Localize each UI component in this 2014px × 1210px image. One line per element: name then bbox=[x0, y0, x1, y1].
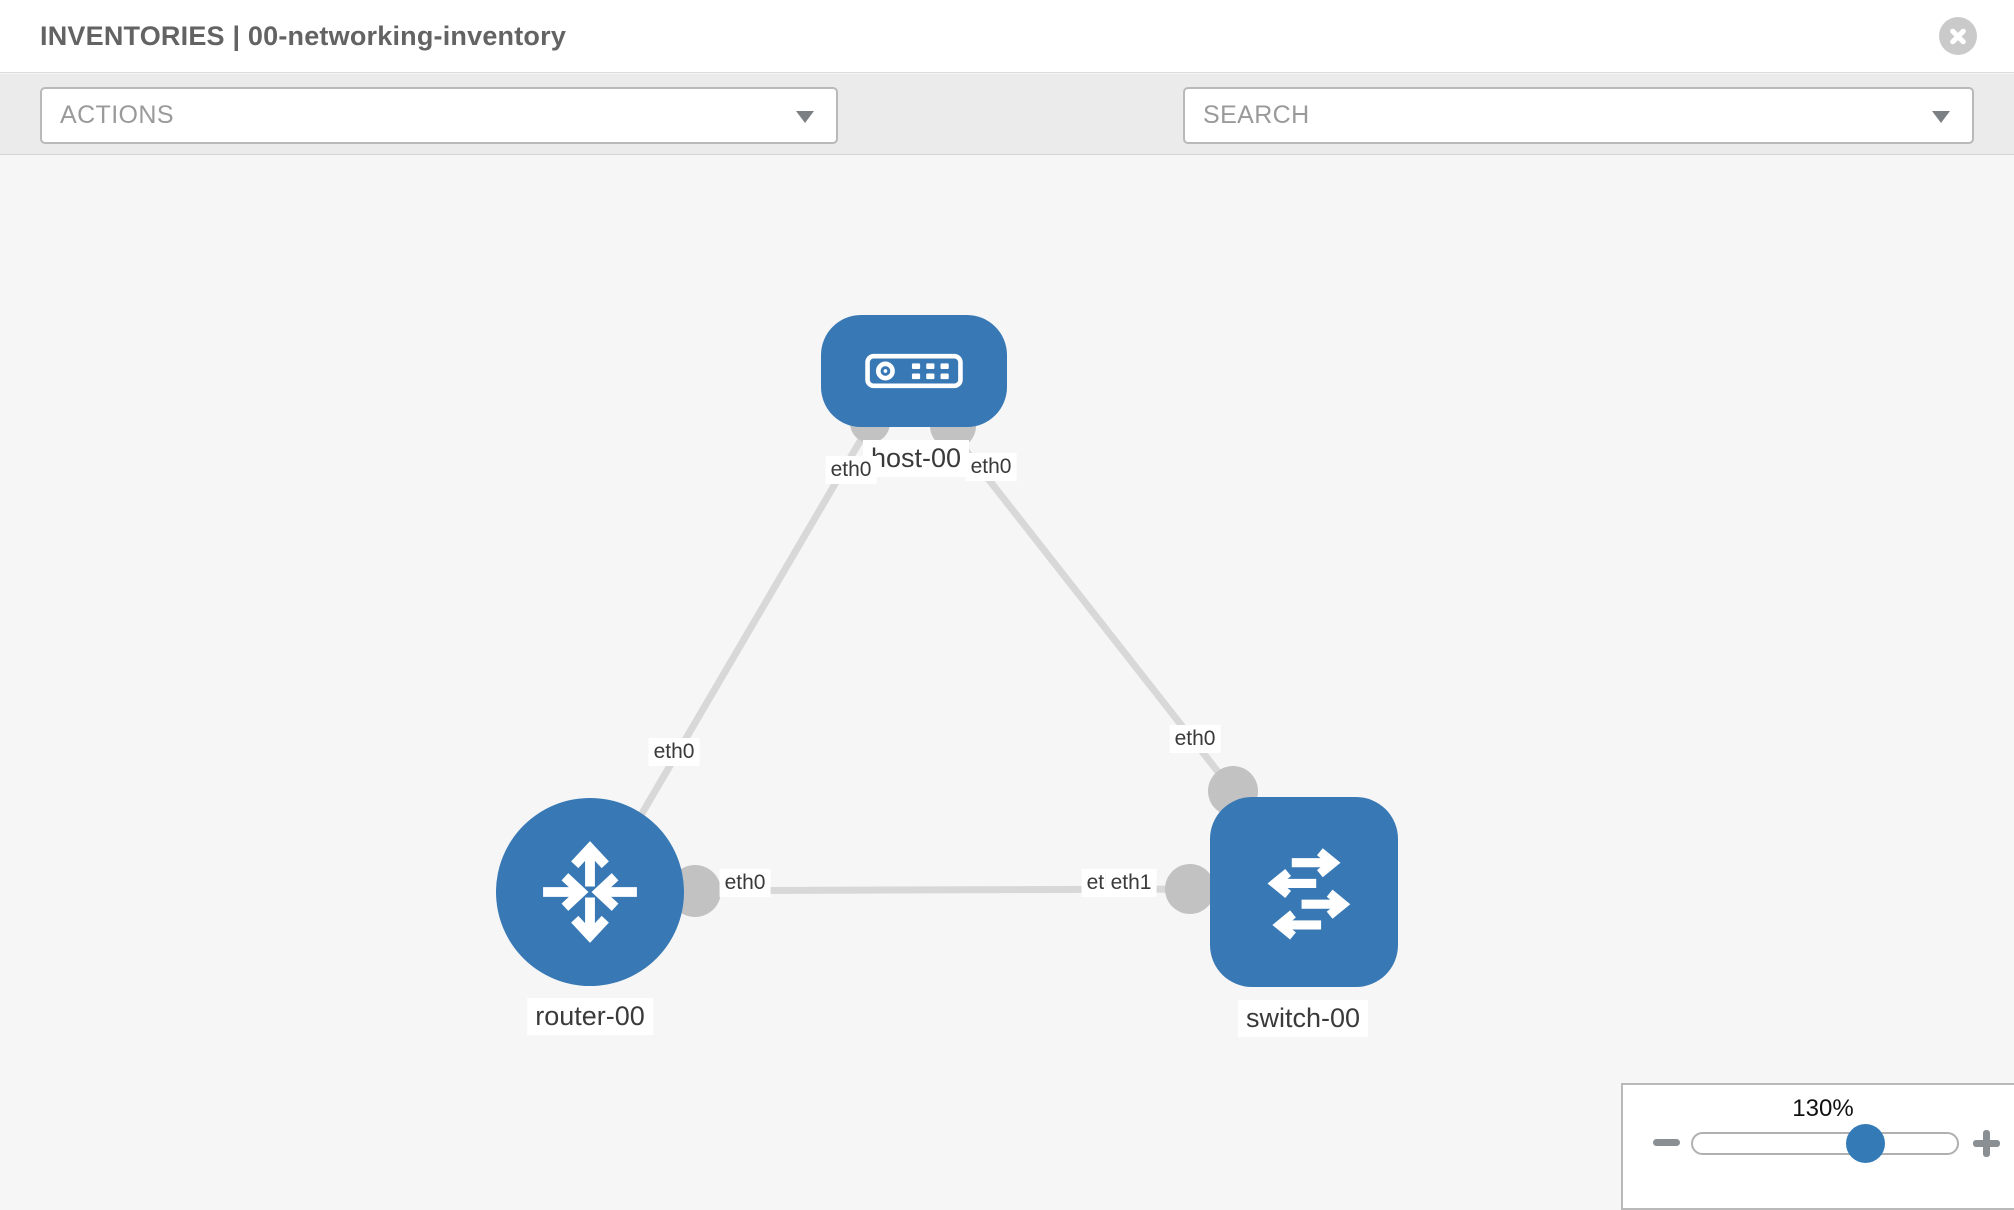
interface-label-host-left: eth0 bbox=[825, 456, 877, 484]
zoom-out-button[interactable] bbox=[1653, 1139, 1680, 1146]
server-icon bbox=[865, 353, 963, 389]
topology-canvas[interactable]: host-00 eth0 eth0 eth0 eth0 eth0 eth0 et… bbox=[0, 155, 2014, 1200]
node-label-host: host-00 bbox=[862, 440, 970, 477]
interface-label-host-switch-link: eth0 bbox=[1169, 725, 1221, 753]
interface-label-router-end: eth0 bbox=[719, 869, 771, 897]
page-title: INVENTORIES | 00-networking-inventory bbox=[40, 21, 567, 51]
zoom-slider-thumb[interactable] bbox=[1846, 1124, 1885, 1163]
actions-dropdown-label: ACTIONS bbox=[60, 101, 174, 129]
plus-icon bbox=[1983, 1130, 1990, 1157]
chevron-down-icon bbox=[796, 110, 814, 123]
search-dropdown-label: SEARCH bbox=[1203, 101, 1310, 129]
header-bar: INVENTORIES | 00-networking-inventory bbox=[0, 0, 2014, 73]
router-icon bbox=[543, 841, 637, 943]
zoom-slider-track[interactable] bbox=[1691, 1132, 1959, 1155]
node-label-router: router-00 bbox=[527, 998, 653, 1035]
interface-label-host-router-link: eth0 bbox=[648, 738, 700, 766]
actions-dropdown[interactable]: ACTIONS bbox=[40, 87, 838, 144]
topology-links-layer bbox=[592, 403, 1258, 917]
search-dropdown[interactable]: SEARCH bbox=[1183, 87, 1974, 144]
chevron-down-icon bbox=[1932, 110, 1950, 123]
node-router[interactable] bbox=[496, 798, 684, 986]
switch-icon bbox=[1267, 848, 1351, 940]
toolbar: ACTIONS SEARCH bbox=[0, 74, 2014, 204]
node-host[interactable] bbox=[821, 315, 1007, 427]
close-icon[interactable] bbox=[1939, 17, 1977, 55]
node-label-switch: switch-00 bbox=[1237, 1000, 1369, 1037]
interface-label-host-right: eth0 bbox=[965, 453, 1017, 481]
interface-label-switch-end-front: eth1 bbox=[1105, 869, 1157, 897]
endpoint-switch-left bbox=[1165, 864, 1215, 914]
zoom-level: 130% bbox=[1792, 1095, 1854, 1122]
node-switch[interactable] bbox=[1210, 797, 1398, 987]
zoom-in-button[interactable] bbox=[1973, 1130, 2000, 1157]
zoom-panel: 130% bbox=[1621, 1083, 2014, 1210]
